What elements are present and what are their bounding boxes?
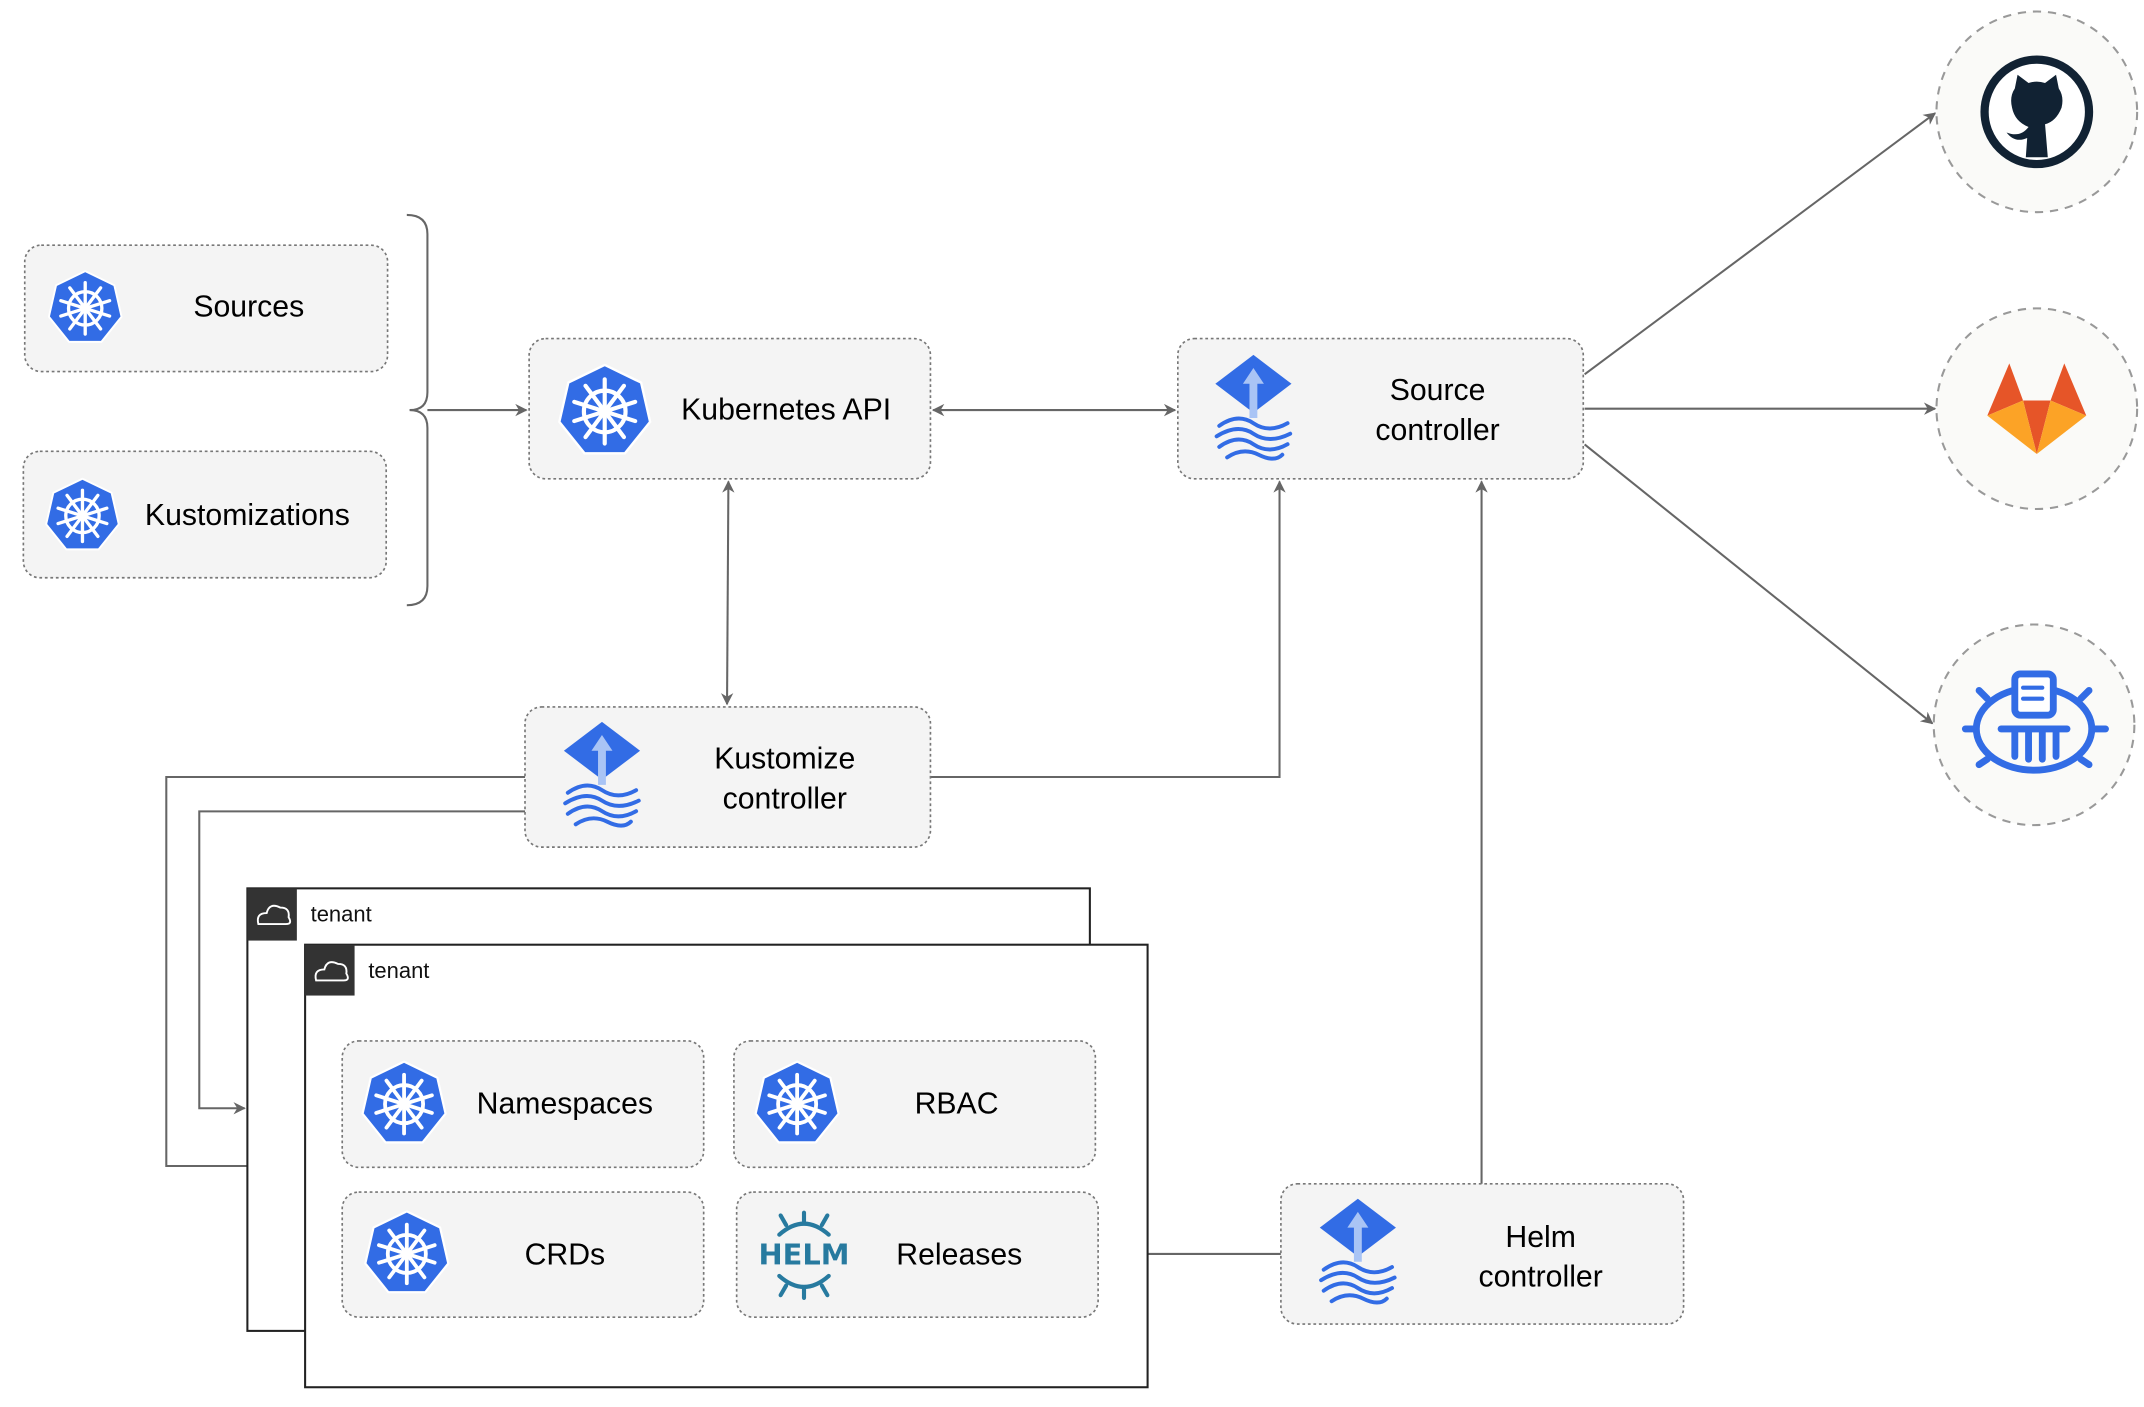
- gitlab-node[interactable]: [1935, 307, 2139, 511]
- grouping-brace: [406, 213, 429, 607]
- kustomize-controller-node[interactable]: Kustomize controller: [524, 706, 932, 848]
- source-controller-label-line2: controller: [1375, 414, 1499, 447]
- cloud-icon: [314, 961, 349, 982]
- gitlab-icon: [1987, 363, 2087, 455]
- helm-logo-text: HELM: [759, 1238, 850, 1272]
- helm-controller-label-line2: controller: [1479, 1261, 1603, 1294]
- helm-icon: HELM: [759, 1210, 850, 1300]
- kustomizations-node[interactable]: Kustomizations: [22, 450, 388, 579]
- kustomizations-label: Kustomizations: [145, 499, 350, 532]
- crds-node[interactable]: CRDs: [341, 1191, 705, 1318]
- sources-label: Sources: [193, 290, 304, 323]
- tenant-label: tenant: [368, 958, 429, 983]
- kubernetes-api-label: Kubernetes API: [681, 393, 891, 426]
- kustomize-controller-label-line1: Kustomize: [714, 743, 855, 776]
- edge-source-to-github: [1584, 112, 1937, 376]
- bucket-node[interactable]: [1932, 623, 2136, 827]
- helm-controller-node[interactable]: Helm controller: [1280, 1183, 1685, 1325]
- tenant-label: tenant: [311, 902, 372, 927]
- bucket-icon: [1961, 670, 2109, 774]
- kubernetes-api-node[interactable]: Kubernetes API: [528, 337, 932, 480]
- sources-node[interactable]: Sources: [23, 244, 389, 373]
- edge-kustomize-to-source-controller: [930, 480, 1286, 779]
- edge-source-to-bucket: [1583, 443, 1934, 725]
- source-controller-label-line1: Source: [1390, 374, 1486, 407]
- github-icon: [1980, 55, 2094, 169]
- releases-label: Releases: [896, 1239, 1022, 1272]
- source-controller-node[interactable]: Source controller: [1177, 337, 1585, 480]
- cloud-icon: [256, 904, 292, 926]
- rbac-label: RBAC: [915, 1087, 999, 1120]
- namespaces-label: Namespaces: [477, 1087, 653, 1120]
- edge-kubernetes-api-kustomize-controller: [720, 480, 735, 706]
- github-node[interactable]: [1935, 10, 2139, 214]
- crds-label: CRDs: [525, 1239, 606, 1272]
- releases-node[interactable]: HELM Releases: [735, 1191, 1099, 1318]
- rbac-node[interactable]: RBAC: [733, 1040, 1097, 1169]
- namespaces-node[interactable]: Namespaces: [341, 1040, 705, 1169]
- kustomize-controller-label-line2: controller: [723, 782, 847, 815]
- edge-kustomize-to-tenant-1: [198, 810, 526, 1115]
- helm-controller-label-line1: Helm: [1505, 1221, 1576, 1254]
- edge-kustomize-to-tenant-2: [165, 775, 526, 1173]
